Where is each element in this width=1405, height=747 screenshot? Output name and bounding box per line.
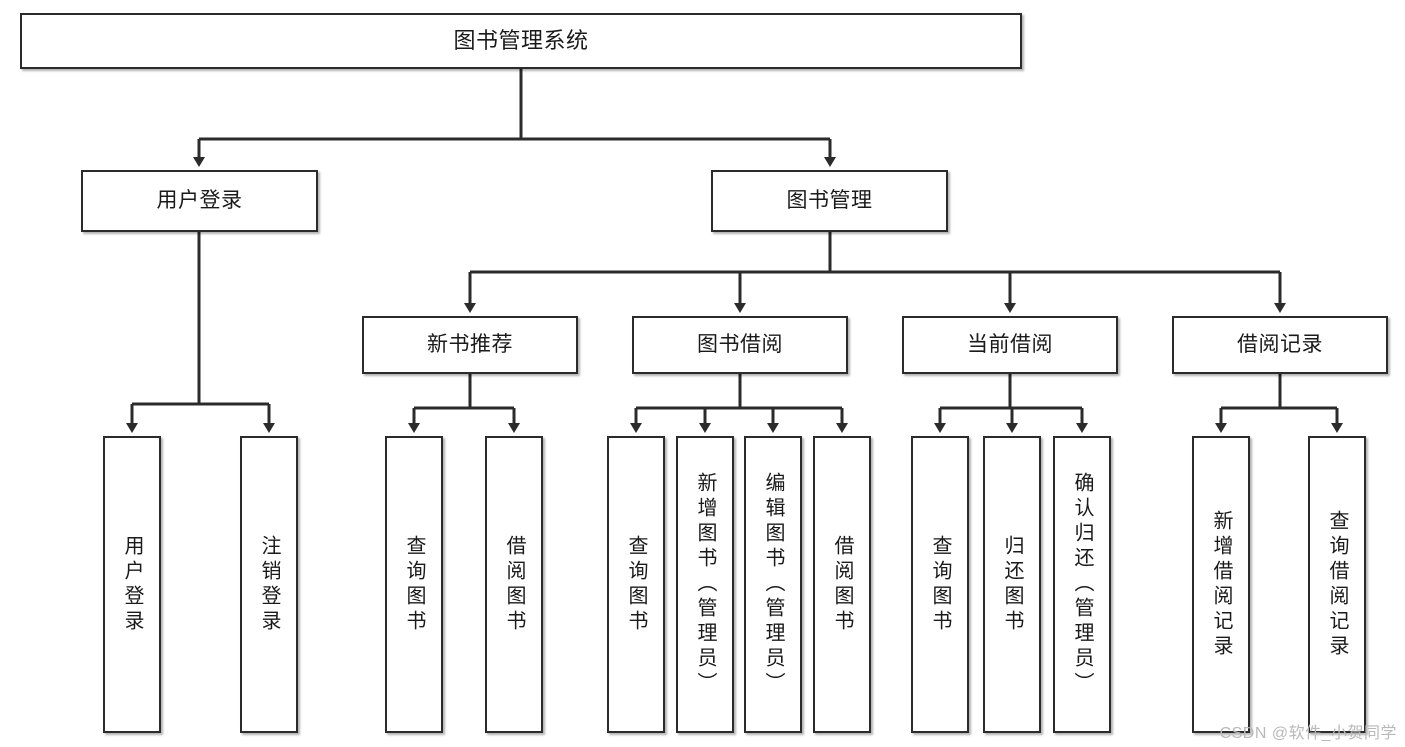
node-leaf-query-book-3[interactable]: 查询图书 [911,436,969,733]
node-user-login[interactable]: 用户登录 [81,170,318,232]
node-leaf-query-book-1[interactable]: 查询图书 [385,436,443,733]
node-borrow-record[interactable]: 借阅记录 [1172,316,1388,374]
node-new-book-rec-label: 新书推荐 [427,332,513,356]
node-book-manage-label: 图书管理 [786,188,873,212]
node-leaf-confirm-return-label: 确认归还（管理员） [1071,472,1093,697]
node-leaf-user-login[interactable]: 用户登录 [103,436,161,733]
node-current-borrow-label: 当前借阅 [967,332,1053,356]
node-leaf-query-record[interactable]: 查询借阅记录 [1308,436,1366,733]
node-borrow-record-label: 借阅记录 [1237,332,1323,356]
node-book-borrow[interactable]: 图书借阅 [632,316,848,374]
node-leaf-add-record[interactable]: 新增借阅记录 [1192,436,1250,733]
node-leaf-add-book-label: 新增图书（管理员） [694,472,716,697]
node-leaf-query-book-3-label: 查询图书 [929,534,951,635]
node-leaf-borrow-book-2[interactable]: 借阅图书 [813,436,871,733]
node-leaf-logout-label: 注销登录 [258,534,280,635]
node-new-book-rec[interactable]: 新书推荐 [362,316,578,374]
node-leaf-add-book[interactable]: 新增图书（管理员） [676,436,734,733]
node-leaf-edit-book[interactable]: 编辑图书（管理员） [744,436,802,733]
node-root-label: 图书管理系统 [453,28,589,54]
node-leaf-confirm-return[interactable]: 确认归还（管理员） [1053,436,1111,733]
node-leaf-query-record-label: 查询借阅记录 [1326,509,1348,660]
node-leaf-edit-book-label: 编辑图书（管理员） [762,472,784,697]
node-leaf-query-book-2-label: 查询图书 [625,534,647,635]
node-leaf-logout[interactable]: 注销登录 [240,436,298,733]
node-leaf-borrow-book-2-label: 借阅图书 [831,534,853,635]
node-leaf-borrow-book-1-label: 借阅图书 [503,534,525,635]
node-current-borrow[interactable]: 当前借阅 [902,316,1118,374]
csdn-watermark: CSDN @软件_小贺同学 [1219,725,1397,742]
node-leaf-add-record-label: 新增借阅记录 [1210,509,1232,660]
node-leaf-user-login-label: 用户登录 [121,534,143,635]
node-leaf-borrow-book-1[interactable]: 借阅图书 [485,436,543,733]
node-root[interactable]: 图书管理系统 [20,13,1022,69]
node-leaf-query-book-1-label: 查询图书 [403,534,425,635]
node-user-login-label: 用户登录 [156,188,243,212]
node-book-borrow-label: 图书借阅 [697,332,783,356]
node-leaf-query-book-2[interactable]: 查询图书 [607,436,665,733]
node-leaf-return-book-label: 归还图书 [1001,534,1023,635]
node-book-manage[interactable]: 图书管理 [711,170,948,232]
node-leaf-return-book[interactable]: 归还图书 [983,436,1041,733]
